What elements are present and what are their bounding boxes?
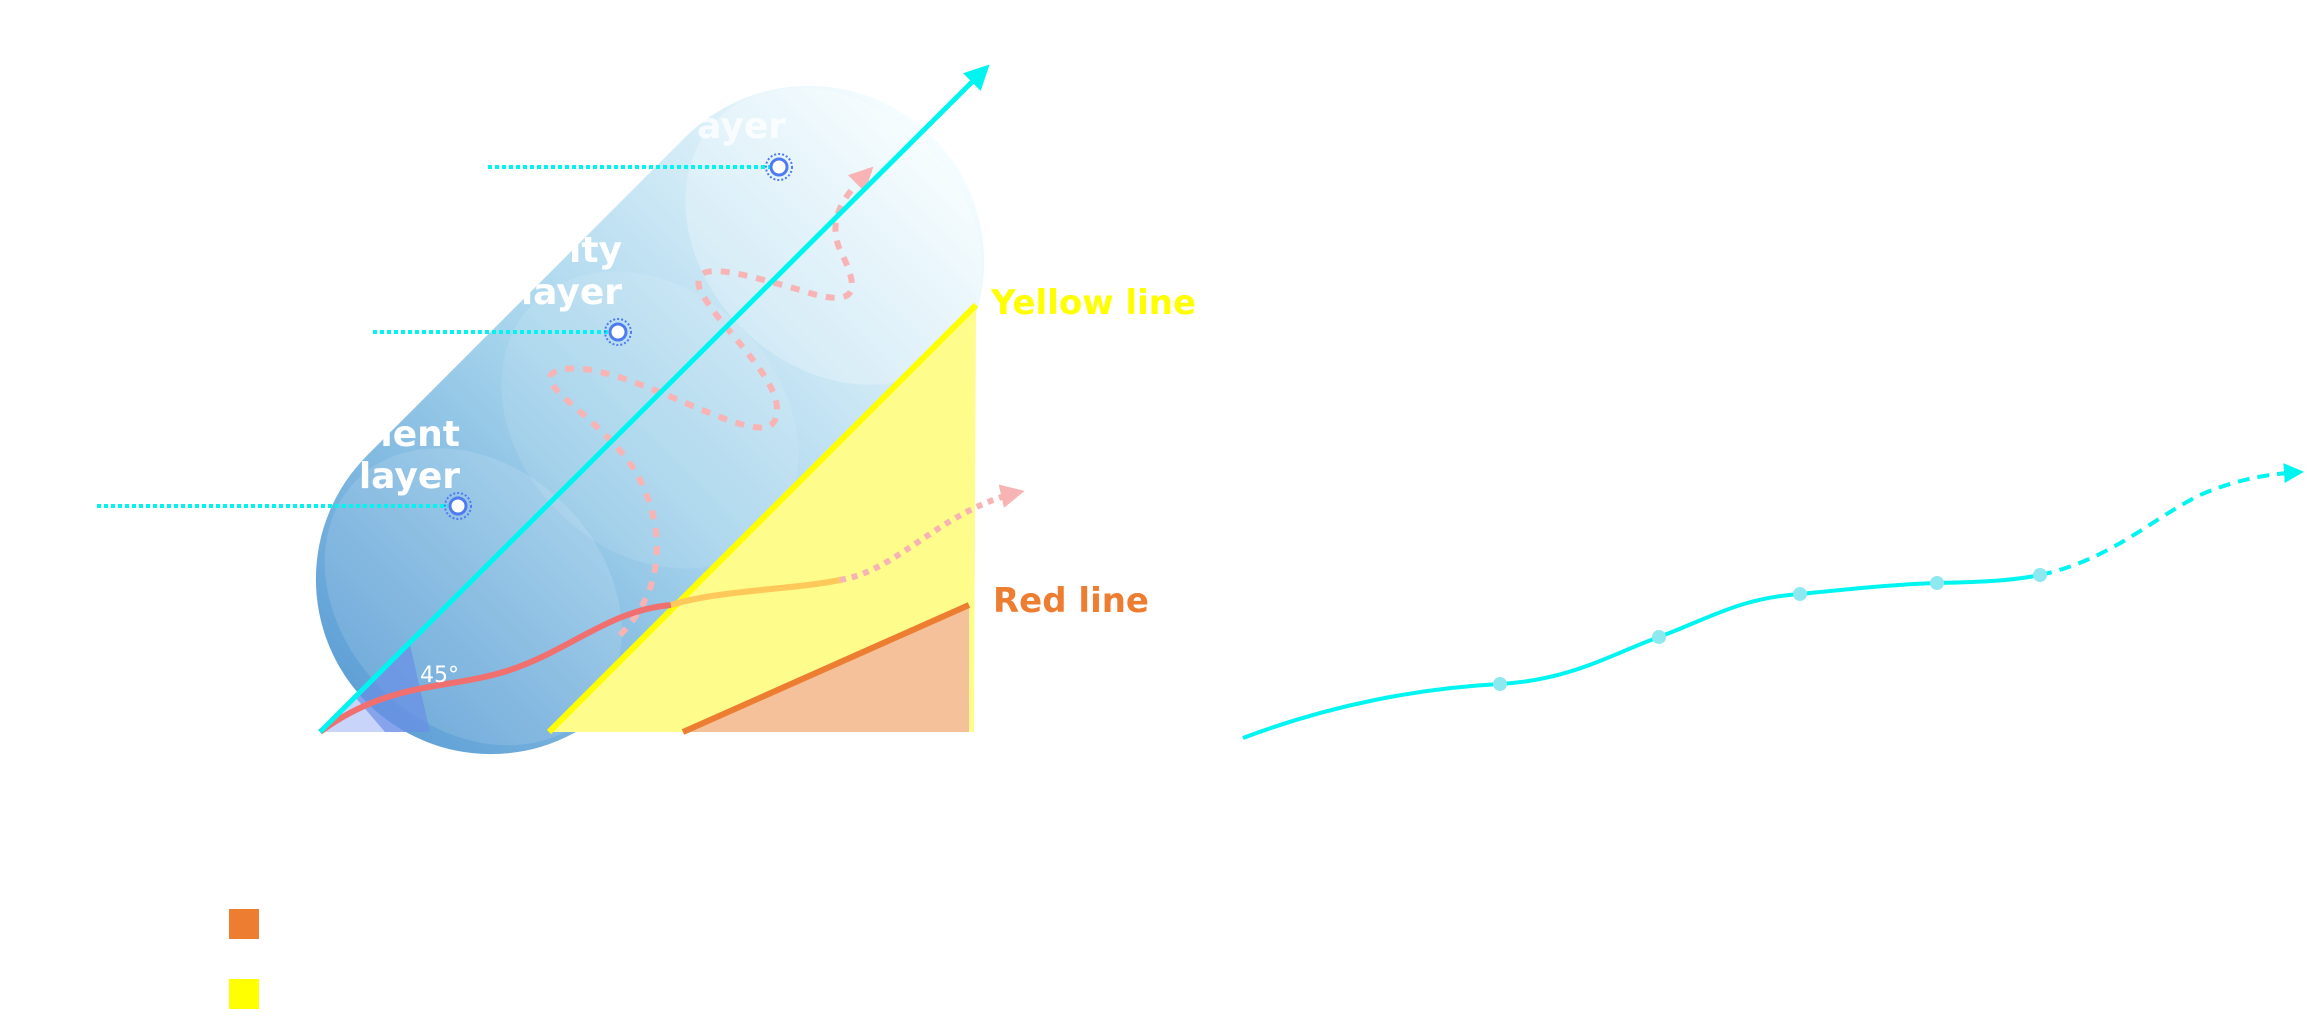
yellow-line-label: Yellow line (990, 283, 1196, 323)
cyan-trend-curve (1242, 573, 2041, 740)
yellow-line (546, 302, 979, 735)
trend-point (1930, 576, 1944, 590)
cyan-axis-arrow (318, 64, 990, 734)
trend-point (1793, 587, 1807, 601)
legend-swatch-yellow (229, 979, 259, 1009)
red-line-label: Red line (993, 581, 1149, 621)
layer2-label-bottom: layer (521, 272, 622, 313)
angle-label: 45° (420, 663, 459, 688)
layer1-label-bottom: layer (359, 456, 460, 497)
legend-swatch-orange (229, 909, 259, 939)
cyan-trend-dashed (2039, 463, 2304, 577)
layer-marker-3[interactable] (765, 153, 793, 181)
orange-dotted-curve (839, 484, 1025, 583)
cylinder (315, 85, 985, 755)
pink-dashed-path (547, 166, 874, 638)
layer-marker-2[interactable] (604, 318, 632, 346)
layer-marker-1[interactable] (444, 492, 472, 520)
layer1-label-top: ient (380, 414, 460, 455)
trend-point (1493, 677, 1507, 691)
orange-curve (670, 577, 841, 608)
trend-point (2033, 568, 2047, 582)
layer2-label-top: ity (569, 230, 622, 271)
red-curve (318, 602, 672, 735)
angle-wedge-overlay (355, 645, 430, 732)
red-line (681, 602, 971, 735)
trend-points (1493, 568, 2047, 691)
layer3-label-bottom: ayer (697, 106, 786, 147)
trend-point (1652, 630, 1666, 644)
